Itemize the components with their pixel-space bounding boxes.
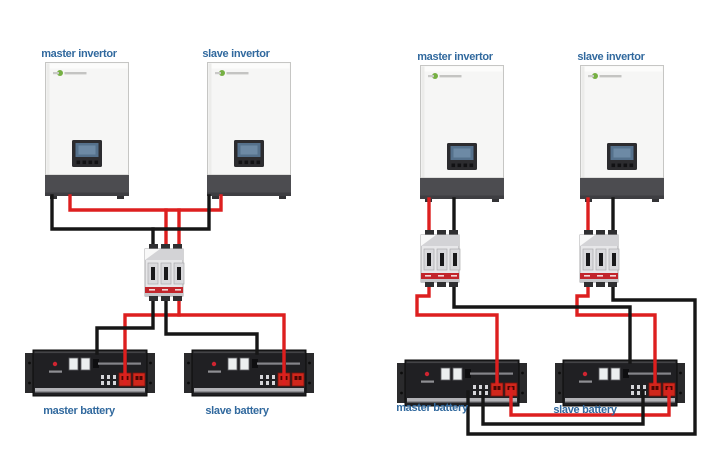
positive-battery-link-wire — [509, 387, 671, 417]
positive-wire-breaker-to-batteries — [123, 313, 286, 385]
negative-battery-link-wire — [481, 390, 645, 426]
label-slave-battery-right: slave battery — [553, 404, 618, 416]
label-master-battery-right: master battery — [396, 402, 469, 414]
panel-single-shared-breaker: master invertor slave invertor master ba… — [24, 48, 315, 417]
master-battery-unit — [396, 359, 528, 407]
slave-inverter-unit — [579, 65, 665, 203]
negative-wire-breaker-to-master-battery — [95, 294, 155, 355]
negative-wire-breaker1-to-slave-battery — [452, 281, 632, 364]
negative-wire-inverters-bus — [50, 194, 211, 231]
slave-battery-unit — [183, 349, 315, 397]
positive-wire-inverters-to-breaker — [68, 194, 223, 212]
master-dc-breaker — [420, 229, 461, 288]
label-master-inverter-right: master invertor — [417, 51, 494, 63]
label-slave-inverter-right: slave invertor — [577, 51, 645, 63]
positive-wire-breaker1-to-master-battery — [415, 281, 499, 384]
negative-wire-breaker2-to-master-battery — [466, 281, 697, 436]
slave-battery-unit — [554, 359, 686, 407]
panel-breaker-per-inverter: master invertor slave invertor master ba… — [396, 51, 697, 436]
master-battery-unit — [24, 349, 156, 397]
slave-inverter-unit — [206, 62, 292, 200]
negative-wire-breaker-to-slave-battery — [164, 294, 259, 355]
label-master-battery-left: master battery — [43, 405, 116, 417]
label-slave-battery-left: slave battery — [205, 405, 270, 417]
label-slave-inverter-left: slave invertor — [202, 48, 270, 60]
slave-dc-breaker — [579, 229, 620, 288]
shared-dc-breaker — [144, 243, 185, 302]
label-master-inverter-left: master invertor — [41, 48, 118, 60]
master-inverter-unit — [44, 62, 130, 200]
master-inverter-unit — [419, 65, 505, 203]
